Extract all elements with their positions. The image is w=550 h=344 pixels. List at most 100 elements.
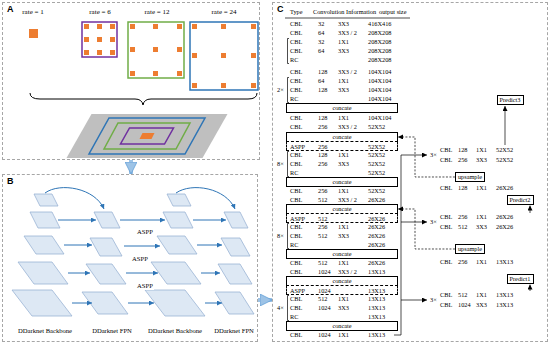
kernel-dot (97, 37, 102, 42)
table-cell: 208X208 (368, 48, 391, 55)
table-cell: CBL (290, 30, 302, 37)
table-cell: 26X26 (368, 233, 385, 240)
table-cell: 512 (318, 296, 327, 303)
aspp-label: ASPP (131, 255, 149, 262)
feature-map (167, 194, 191, 206)
repeat-count: 3× (430, 152, 437, 159)
table-cell: 26X26 (368, 197, 385, 204)
feature-map (157, 236, 197, 254)
table-lines (285, 18, 530, 335)
table-cell: 52X52 (368, 188, 385, 195)
panel-frame: A (2, 2, 260, 160)
table-cell: 1X1 (338, 332, 349, 339)
kernel-dot (97, 24, 102, 29)
table-cell: CBL (290, 124, 302, 131)
aspp-text: 26X26 (368, 215, 385, 222)
kernel-dot (130, 71, 135, 76)
table-cell: 1X1 (476, 147, 487, 154)
table-cell: 1024 (458, 302, 471, 309)
flow-arrow (176, 188, 235, 209)
aspp-label: ASPP (136, 282, 154, 289)
table-cell: 512 (318, 197, 327, 204)
table-cell: 13X13 (368, 314, 385, 321)
flow-arrow (72, 303, 92, 304)
feature-map (224, 212, 248, 228)
table-cell: 104X104 (368, 115, 391, 122)
aspp-text: 1024 (318, 287, 331, 294)
table-cell: 13X13 (368, 332, 385, 339)
feature-map (90, 238, 122, 256)
table-cell: 13X13 (368, 296, 385, 303)
table-cell: CBL (440, 214, 452, 221)
upsample-box: upsample (455, 172, 485, 182)
table-cell: CBL (290, 69, 302, 76)
predict-box: Predict1 (507, 274, 534, 284)
table-cell: 104X104 (368, 96, 391, 103)
repeat-bracket (288, 152, 290, 177)
table-cell: 64 (318, 30, 324, 37)
predict-box: Predict2 (507, 195, 534, 205)
kernel-dot (153, 71, 158, 76)
flow-arrow (68, 273, 90, 274)
concat-box: concate (286, 321, 398, 331)
table-cell: CBL (290, 296, 302, 303)
table-cell: CBL (440, 224, 452, 231)
block-label: DDarknet FPN (214, 327, 254, 334)
brace (30, 93, 257, 105)
predict-text: Predict3 (500, 96, 521, 103)
concat-box: concate (286, 249, 398, 259)
table-cell: CBL (290, 269, 302, 276)
table-cell: 1X1 (338, 39, 349, 46)
rate-12-dots (130, 24, 182, 76)
table-cell: 32 (318, 39, 324, 46)
flow-arrow (197, 245, 222, 246)
table-cell: CBL (440, 185, 452, 192)
flow-arrow (58, 220, 96, 221)
concat-text: concate (332, 250, 351, 257)
table-cell: 104X104 (368, 87, 391, 94)
feature-map (218, 264, 252, 284)
aspp-text: ASPP (290, 287, 305, 294)
repeat-count: 3× (430, 297, 437, 304)
kernel-dot (84, 24, 89, 29)
kernel-dot (192, 53, 197, 58)
table-cell: CBL (290, 87, 302, 94)
rate-24-frame (190, 22, 258, 90)
table-cell: 1X1 (338, 188, 349, 195)
feature-map (18, 262, 68, 284)
rate-label: rate = 1 (22, 9, 43, 17)
table-cell: 256 (458, 259, 467, 266)
flow-arrow (45, 188, 104, 209)
table-cell: CBL (440, 147, 452, 154)
table-cell: 3X3 (338, 161, 349, 168)
table-cell: 64 (318, 78, 324, 85)
table-cell: 1024 (318, 269, 331, 276)
table-cell: CBL (440, 302, 452, 309)
panel-frame: B (2, 174, 258, 342)
table-header: Type (290, 9, 303, 16)
kernel-dot (177, 47, 182, 52)
concat-box: concate (286, 177, 398, 187)
predict-arrow (530, 285, 531, 292)
table-cell: RC (290, 96, 298, 103)
table-cell: 1024 (318, 305, 331, 312)
table-cell: 13X13 (496, 259, 513, 266)
table-cell: 128 (318, 115, 327, 122)
rate-label: rate = 12 (145, 9, 170, 17)
feature-map (24, 236, 64, 254)
table-cell: 3X3 (338, 305, 349, 312)
table-cell: 128 (318, 69, 327, 76)
table-cell: 256 (318, 124, 327, 131)
table-cell: 64 (318, 48, 324, 55)
panel-letter: B (7, 176, 14, 186)
concat-text: concate (332, 104, 351, 111)
concat-text: concate (332, 205, 351, 212)
repeat-count: 2× (277, 87, 284, 94)
kernel-dot (153, 24, 158, 29)
table-cell: CBL (290, 188, 302, 195)
kernel-dot (251, 83, 256, 88)
flow-arrow (120, 220, 165, 221)
table-cell: RC (290, 314, 298, 321)
table-cell: 208X208 (368, 57, 391, 64)
repeat-bracket (288, 296, 290, 321)
